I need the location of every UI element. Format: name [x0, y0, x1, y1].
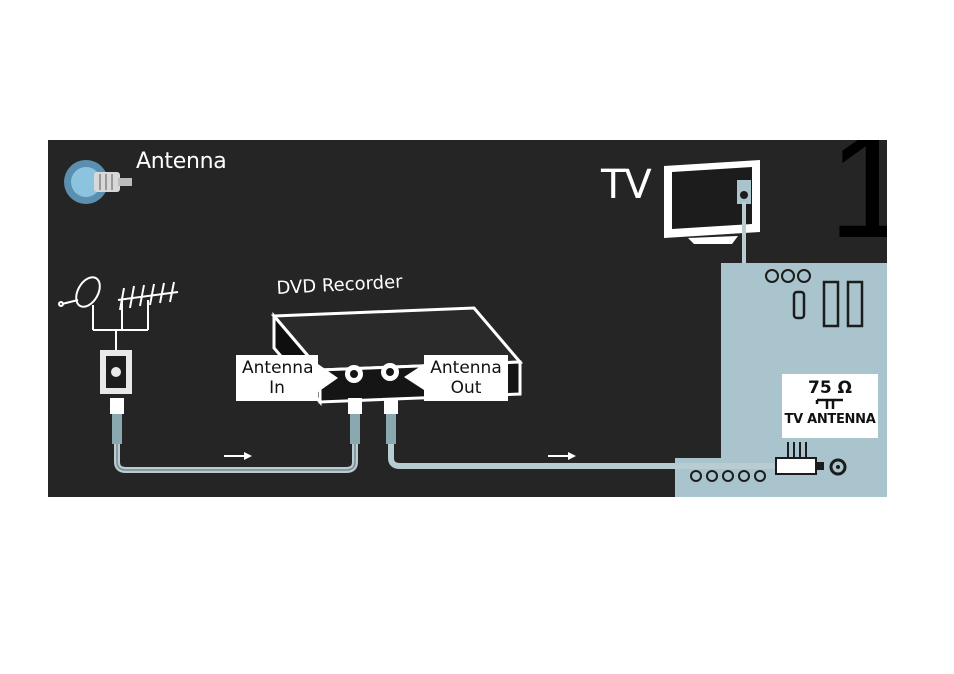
antenna-in-label: Antenna In — [236, 355, 318, 401]
step-number: 1 — [828, 140, 887, 260]
satellite-dish-icon — [59, 273, 105, 330]
cable-wall-to-dvd — [110, 398, 362, 470]
antenna-out-label: Antenna Out — [424, 355, 508, 401]
rooftop-antenna-icon — [93, 282, 178, 350]
tv-antenna-label: TV ANTENNA — [782, 412, 878, 427]
diagram-title: Antenna — [136, 149, 226, 174]
wall-socket-icon — [100, 350, 132, 394]
tv-antenna-port-label: 75 Ω TV ANTENNA — [782, 374, 878, 438]
antenna-plug-icon — [64, 160, 132, 204]
diagram-graphics — [48, 140, 887, 497]
impedance-label: 75 Ω — [782, 378, 878, 398]
arrow-right-icon — [224, 452, 252, 460]
arrow-right-icon — [548, 452, 576, 460]
tv-label: TV — [601, 162, 651, 208]
antenna-out-label-line2: Out — [451, 378, 482, 398]
antenna-out-label-line1: Antenna — [430, 358, 502, 378]
antenna-in-label-line2: In — [269, 378, 285, 398]
antenna-in-label-line1: Antenna — [242, 358, 314, 378]
connection-diagram: Antenna TV 1 DVD Recorder Antenna In Ant… — [48, 140, 887, 497]
coax-symbol-icon — [815, 398, 845, 410]
